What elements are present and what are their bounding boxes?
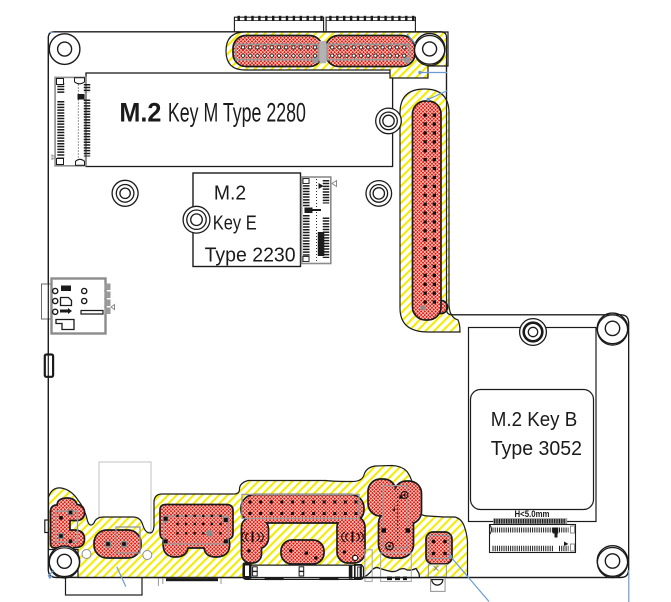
- svg-text:M.2: M.2: [214, 183, 246, 205]
- svg-text:Type 2230: Type 2230: [205, 245, 296, 267]
- svg-text:H<5.0mm: H<5.0mm: [515, 509, 550, 520]
- svg-text:M.2 Key B: M.2 Key B: [491, 409, 577, 431]
- svg-text:Type 3052: Type 3052: [491, 438, 582, 460]
- svg-text:M.2: M.2: [119, 97, 161, 127]
- svg-text:Key M Type 2280: Key M Type 2280: [168, 97, 306, 127]
- svg-text:Key E: Key E: [213, 213, 257, 235]
